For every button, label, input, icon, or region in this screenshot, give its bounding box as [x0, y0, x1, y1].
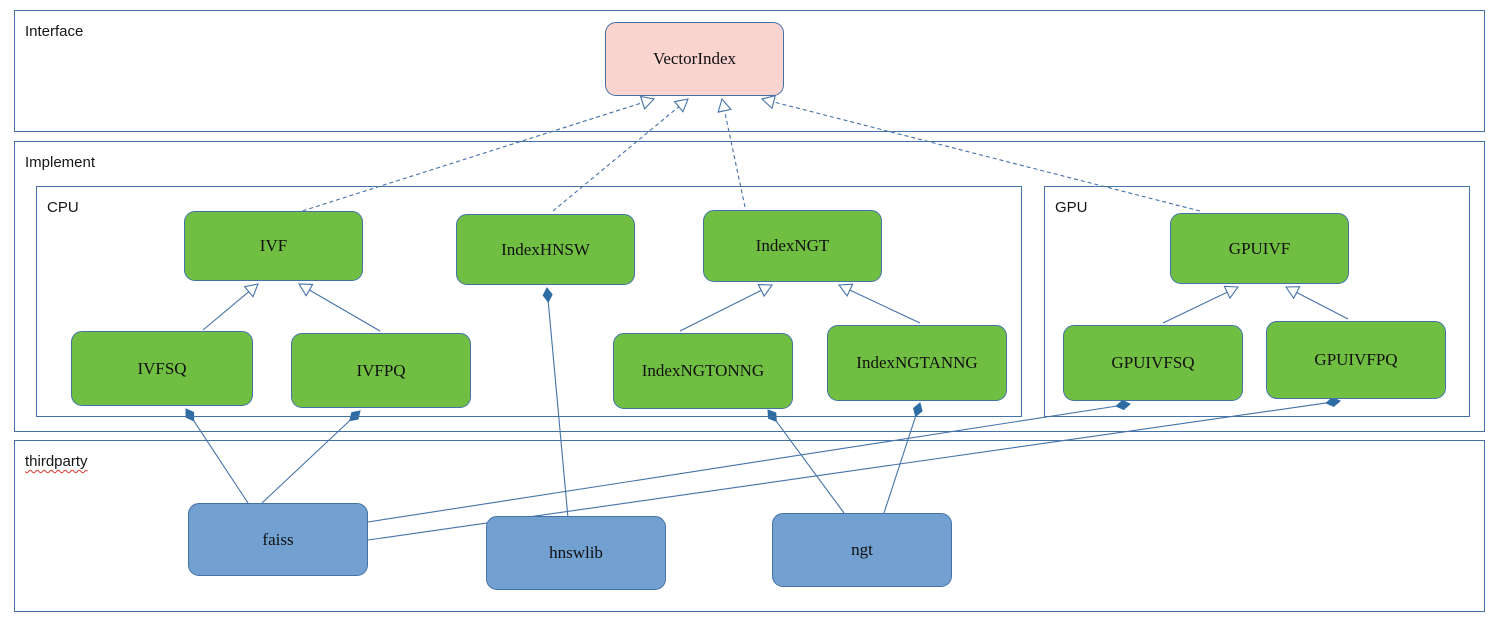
node-label-gpuivfpq: GPUIVFPQ [1314, 350, 1398, 369]
node-label-indexngtonng: IndexNGTONNG [641, 361, 765, 380]
container-label-cpu: CPU [47, 199, 79, 216]
node-ivfsq[interactable]: IVFSQ [71, 331, 253, 406]
node-gpuivf[interactable]: GPUIVF [1170, 213, 1349, 284]
node-gpuivfsq[interactable]: GPUIVFSQ [1063, 325, 1243, 401]
node-vectorindex[interactable]: VectorIndex [605, 22, 784, 96]
node-ivfpq[interactable]: IVFPQ [291, 333, 471, 408]
node-label-gpuivf: GPUIVF [1228, 238, 1291, 258]
container-implement [14, 141, 1485, 432]
node-label-ivfpq: IVFPQ [356, 360, 406, 380]
node-label-ivfsq: IVFSQ [137, 358, 187, 378]
container-gpu [1044, 186, 1470, 417]
node-ngt[interactable]: ngt [772, 513, 952, 587]
node-label-ngt: ngt [851, 540, 873, 559]
node-label-indexhnsw: IndexHNSW [501, 239, 590, 259]
node-indexhnsw[interactable]: IndexHNSW [456, 214, 635, 285]
node-label-faiss: faiss [262, 529, 294, 549]
node-faiss[interactable]: faiss [188, 503, 368, 576]
node-label-ivf: IVF [259, 236, 288, 255]
node-indexngtanng[interactable]: IndexNGTANNG [827, 325, 1007, 401]
container-label-thirdparty: thirdparty [25, 453, 88, 470]
container-cpu [36, 186, 1022, 417]
container-label-gpu: GPU [1055, 199, 1088, 216]
node-hnswlib[interactable]: hnswlib [486, 516, 666, 590]
node-label-indexngtanng: IndexNGTANNG [856, 353, 978, 372]
node-label-indexngt: IndexNGT [755, 236, 830, 255]
node-indexngtonng[interactable]: IndexNGTONNG [613, 333, 793, 409]
node-indexngt[interactable]: IndexNGT [703, 210, 882, 282]
container-label-interface: Interface [25, 23, 84, 40]
container-thirdparty [14, 440, 1485, 612]
node-ivf[interactable]: IVF [184, 211, 363, 281]
node-label-gpuivfsq: GPUIVFSQ [1111, 353, 1195, 372]
node-label-hnswlib: hnswlib [549, 543, 603, 562]
node-label-vectorindex: VectorIndex [652, 49, 737, 68]
node-gpuivfpq[interactable]: GPUIVFPQ [1266, 321, 1446, 399]
container-interface [14, 10, 1485, 132]
container-label-implement: Implement [25, 154, 96, 171]
